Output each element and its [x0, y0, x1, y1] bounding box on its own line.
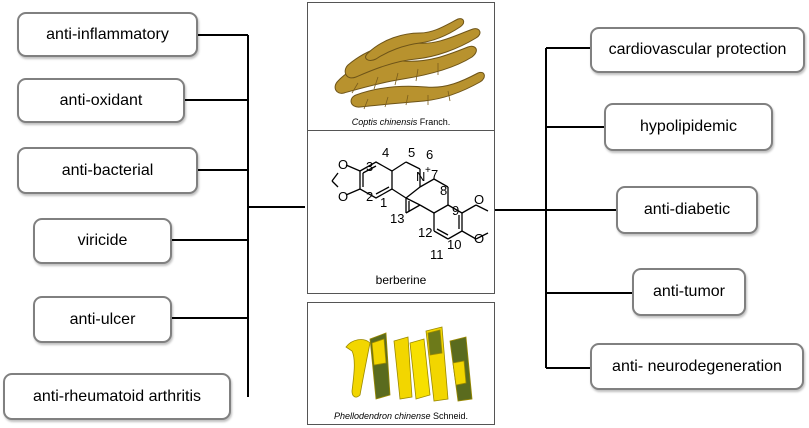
oxygen-atom-10: O [474, 231, 484, 246]
effect-box-anti-tumor: anti-tumor [632, 268, 746, 316]
compound-name: berberine [375, 273, 427, 287]
position-10: 10 [447, 237, 461, 252]
oxygen-atom-top: O [338, 157, 348, 172]
effect-label: anti-diabetic [643, 201, 731, 218]
effect-label: anti-oxidant [59, 91, 143, 109]
phellodendron-species-name: Phellodendron chinense [333, 411, 431, 421]
oxygen-atom-bottom: O [338, 189, 348, 204]
oxygen-atom-9: O [474, 192, 484, 207]
effect-box-anti-bacterial: anti-bacterial [17, 147, 198, 194]
nitrogen-atom: N [416, 169, 425, 184]
phellodendron-author: Schneid. [433, 411, 469, 421]
position-11: 11 [430, 247, 444, 262]
position-8: 8 [440, 183, 447, 198]
position-5: 5 [408, 145, 415, 160]
coptis-author: Franch. [419, 117, 451, 127]
effect-label: anti-ulcer [69, 310, 136, 328]
coptis-rhizome-image [334, 18, 485, 110]
coptis-caption: Coptis chinensis Franch. [308, 117, 494, 127]
effect-label: anti- neurodegeneration [612, 357, 782, 375]
position-4: 4 [382, 145, 389, 160]
effect-box-viricide: viricide [33, 218, 172, 264]
coptis-photo-panel: Coptis chinensis Franch. [307, 2, 495, 131]
effect-label: cardiovascular protection [608, 41, 787, 58]
effect-label: viricide [77, 232, 128, 249]
position-2: 2 [366, 189, 373, 204]
coptis-species-name: Coptis chinensis [351, 117, 418, 127]
position-12: 12 [418, 225, 432, 240]
effect-box-anti-neurodegeneration: anti- neurodegeneration [590, 343, 804, 390]
effect-box-anti-ulcer: anti-ulcer [33, 296, 172, 343]
phellodendron-caption: Phellodendron chinense Schneid. [308, 411, 494, 421]
phellodendron-photo-panel: Phellodendron chinense Schneid. [307, 302, 495, 425]
effect-box-hypolipidemic: hypolipidemic [604, 103, 773, 151]
effect-box-anti-rheumatoid-arthritis: anti-rheumatoid arthritis [3, 373, 231, 420]
effect-label: hypolipidemic [640, 118, 737, 135]
position-3: 3 [366, 159, 373, 174]
phellodendron-bark-image [345, 326, 473, 402]
position-1: 1 [380, 195, 387, 210]
charge-label: + [425, 165, 431, 176]
berberine-structure-panel: O O N + O O 1 2 3 4 5 6 7 8 9 10 11 12 1… [307, 130, 495, 294]
effect-box-anti-inflammatory: anti-inflammatory [17, 12, 198, 57]
effect-label: anti-inflammatory [46, 25, 169, 43]
position-7: 7 [431, 167, 438, 182]
position-9: 9 [452, 203, 459, 218]
effect-label: anti-rheumatoid arthritis [32, 387, 202, 405]
effect-box-anti-oxidant: anti-oxidant [17, 78, 185, 123]
berberine-structure-drawing: O O N + O O 1 2 3 4 5 6 7 8 9 10 11 12 1… [331, 145, 489, 262]
effect-box-cardiovascular-protection: cardiovascular protection [590, 27, 805, 73]
effect-label: anti-bacterial [61, 161, 154, 179]
effect-label: anti-tumor [652, 283, 726, 300]
position-6: 6 [426, 147, 433, 162]
position-13: 13 [390, 211, 404, 226]
effect-box-anti-diabetic: anti-diabetic [616, 186, 758, 234]
